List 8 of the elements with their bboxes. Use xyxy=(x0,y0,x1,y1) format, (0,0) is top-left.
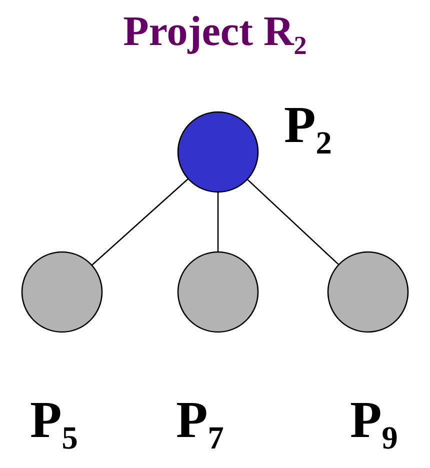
node-caption: P$_{9}$ xyxy=(350,395,398,454)
node-caption: P$_{2}$ xyxy=(284,100,332,159)
title: Project R$_{2}$ xyxy=(123,8,307,62)
connector-line xyxy=(217,192,219,252)
node-caption: P$_{5}$ xyxy=(30,395,78,454)
connector-line xyxy=(91,178,189,266)
node-caption: P$_{7}$ xyxy=(176,395,224,454)
connector-line xyxy=(246,178,340,266)
